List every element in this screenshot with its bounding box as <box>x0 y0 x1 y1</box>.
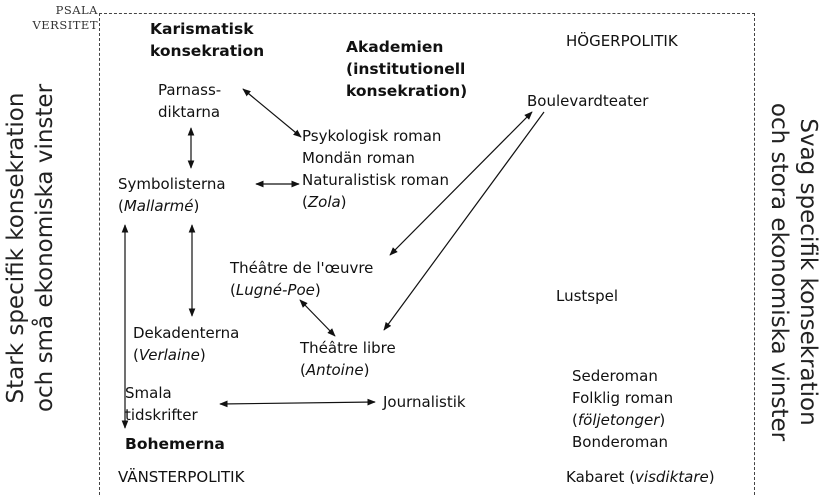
node-verlaine: (Verlaine) <box>133 344 239 366</box>
heading-akademien: Akademien (institutionell konsekration) <box>346 36 467 102</box>
verlaine-close-paren: ) <box>199 346 206 364</box>
node-theatre-libre: Théâtre libre (Antoine) <box>300 337 396 381</box>
node-journalistik: Journalistik <box>383 393 466 411</box>
mallarme-open-paren: ( <box>118 197 124 215</box>
node-mondan-roman: Mondän roman <box>302 149 415 167</box>
node-kabaret: Kabaret (visdiktare) <box>566 466 715 488</box>
node-bonderoman: Bonderoman <box>572 433 669 451</box>
node-foljetonger: (följetonger) <box>572 409 673 431</box>
node-symbolisterna: Symbolisterna (Mallarmé) <box>118 173 226 217</box>
node-parnass-line-1: Parnass- <box>158 81 222 99</box>
zola-open-paren: ( <box>302 193 308 211</box>
node-dekadenterna: Dekadenterna (Verlaine) <box>133 322 239 366</box>
lugne-close-paren: ) <box>314 281 321 299</box>
heading-akademien-line-2: (institutionell <box>346 60 466 78</box>
node-smala-line-1: Smala <box>125 384 172 402</box>
kabaret-visdiktare: visdiktare <box>635 468 709 486</box>
zola-name: Zola <box>307 193 341 211</box>
heading-karismatisk: Karismatisk konsekration <box>150 18 264 62</box>
arrow-tidskrifter-journalistik <box>219 398 376 408</box>
node-smala-tidskrifter: Smala tidskrifter <box>125 382 198 426</box>
node-smala-line-2: tidskrifter <box>125 406 198 424</box>
logo-line-2: VERSITET <box>32 18 98 32</box>
zola-close-paren: ) <box>340 193 347 211</box>
node-theatre-de-loeuvre: Théâtre de l'œuvre (Lugné-Poe) <box>230 257 373 301</box>
antoine-open-paren: ( <box>300 361 306 379</box>
arrow-lugne-libre <box>299 299 336 337</box>
heading-akademien-line-3: konsekration) <box>346 82 468 100</box>
node-antoine: (Antoine) <box>300 359 396 381</box>
node-theatre-libre-label: Théâtre libre <box>300 339 396 357</box>
mallarme-close-paren: ) <box>193 197 200 215</box>
arrow-boulevard-oeuvre <box>389 111 533 256</box>
field-frame <box>99 13 755 495</box>
node-parnassdiktarna: Parnass- diktarna <box>158 79 221 123</box>
lugne-open-paren: ( <box>230 281 236 299</box>
corner-label-right-politics: HÖGERPOLITIK <box>566 32 678 50</box>
node-folklig-roman: Folklig roman <box>572 389 674 407</box>
node-theatre-de-loeuvre-label: Théâtre de l'œuvre <box>230 259 374 277</box>
node-boulevardteater: Boulevardteater <box>527 92 649 110</box>
node-zola: (Zola) <box>302 191 449 213</box>
antoine-close-paren: ) <box>363 361 370 379</box>
node-lustspel: Lustspel <box>556 287 619 305</box>
node-lugne-poe: (Lugné-Poe) <box>230 279 373 301</box>
arrow-boulevard-libre <box>383 111 545 331</box>
verlaine-open-paren: ( <box>133 346 139 364</box>
foljetong-close-paren: ) <box>659 411 666 429</box>
mallarme-name: Mallarmé <box>123 197 194 215</box>
node-symbolisterna-label: Symbolisterna <box>118 175 226 193</box>
node-mallarme: (Mallarmé) <box>118 195 226 217</box>
antoine-name: Antoine <box>305 361 364 379</box>
corner-label-left-politics: VÄNSTERPOLITIK <box>118 468 245 486</box>
kabaret-text: Kabaret ( <box>566 468 636 486</box>
arrow-parnass-psykologisk <box>242 88 302 138</box>
node-sederoman: Sederoman <box>572 367 658 385</box>
heading-karismatisk-line-2: konsekration <box>150 42 265 60</box>
kabaret-close-paren: ) <box>708 468 715 486</box>
lugne-name: Lugné-Poe <box>235 281 315 299</box>
node-popular-genres: Sederoman Folklig roman (följetonger) Bo… <box>572 365 673 453</box>
university-logo-text: PSALA VERSITET <box>0 3 98 33</box>
foljetong-open-paren: ( <box>572 411 578 429</box>
heading-bohemerna: Bohemerna <box>125 435 225 453</box>
logo-line-1: PSALA <box>55 3 98 17</box>
node-parnass-line-2: diktarna <box>158 103 221 121</box>
foljetong-name: följetonger <box>577 411 660 429</box>
verlaine-name: Verlaine <box>138 346 200 364</box>
heading-akademien-line-1: Akademien <box>346 38 444 56</box>
node-dekadenterna-label: Dekadenterna <box>133 324 240 342</box>
heading-karismatisk-line-1: Karismatisk <box>150 20 254 38</box>
